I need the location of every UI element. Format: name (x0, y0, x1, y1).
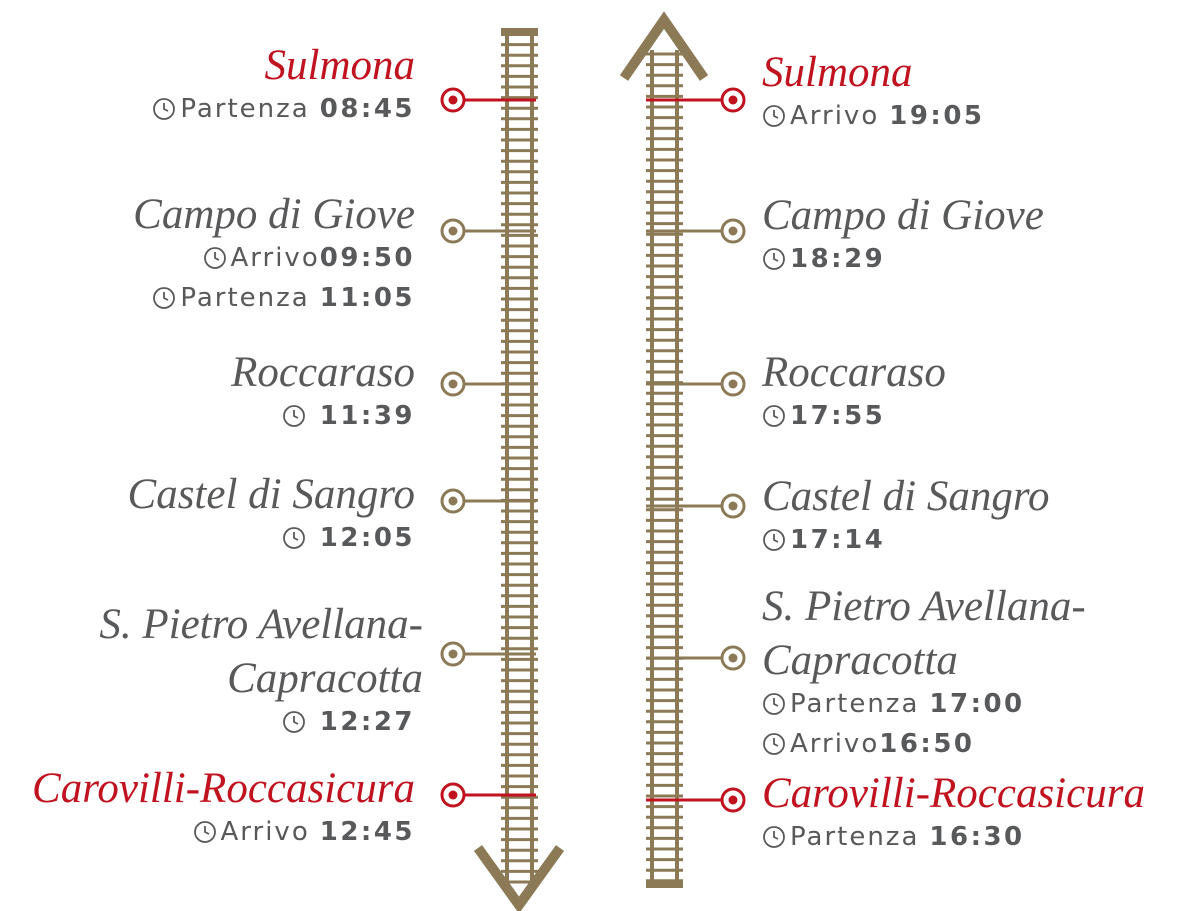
time: 11:39 (231, 396, 415, 436)
stop-s-pietro-avellana-capracotta: S. Pietro Avellana- Capracotta 12:27 (99, 602, 423, 742)
time-value: 12:27 (319, 707, 415, 737)
clock-icon (763, 405, 785, 427)
clock-icon (193, 821, 216, 843)
station-name: Castel di Sangro (127, 471, 415, 518)
time-value: 11:39 (319, 401, 415, 431)
clock-icon (763, 693, 785, 715)
station-marker-dot (448, 226, 458, 236)
arrival-time: Arrivo 19:05 (762, 96, 985, 136)
stop-s-pietro-avellana-capracotta: S. Pietro Avellana- Capracotta Partenza … (762, 584, 1086, 764)
stop-castel-di-sangro: Castel di Sangro 12:05 (128, 472, 415, 558)
station-name: Campo di Giove (762, 192, 1044, 239)
departure-time: Partenza 11:05 (133, 278, 415, 318)
station-name: Castel di Sangro (762, 473, 1050, 520)
time-label: Partenza (790, 822, 920, 852)
track-end-cap (501, 28, 538, 36)
stop-roccaraso: Roccaraso 17:55 (762, 350, 946, 436)
time-label: Partenza (180, 283, 310, 313)
time-value: 12:05 (319, 523, 415, 553)
time-value: 17:55 (790, 401, 886, 431)
time-label: Partenza (790, 689, 920, 719)
station-name: Sulmona (762, 49, 913, 96)
clock-icon (763, 248, 785, 270)
station-marker-dot (728, 795, 738, 805)
stop-campo-di-giove: Campo di Giove 18:29 (762, 193, 1044, 279)
stop-carovilli-roccasicura: Carovilli-Roccasicura Partenza 16:30 (762, 771, 1145, 857)
station-marker-dot (448, 379, 458, 389)
time: 17:55 (762, 396, 946, 436)
clock-icon (282, 711, 305, 733)
station-marker-dot (448, 649, 458, 659)
station-marker-dot (728, 501, 738, 511)
time: 18:29 (762, 239, 1044, 279)
time-label: Partenza (180, 94, 310, 124)
departure-time: Partenza 08:45 (152, 89, 415, 129)
station-name-line2: Capracotta (227, 655, 423, 702)
time-value: 12:45 (319, 817, 415, 847)
time-value: 16:50 (879, 729, 975, 759)
time-value: 19:05 (889, 101, 985, 131)
station-name-line1: S. Pietro Avellana- (762, 583, 1086, 630)
arrow-up-icon (619, 11, 709, 81)
time-label: Arrivo (220, 817, 310, 847)
time-value: 17:14 (790, 525, 886, 555)
clock-icon (282, 527, 305, 549)
time-value: 16:30 (929, 822, 1025, 852)
clock-icon (153, 98, 176, 120)
time-label: Arrivo (230, 243, 320, 273)
departure-time: Partenza 16:30 (762, 817, 1145, 857)
station-name: Sulmona (264, 42, 416, 89)
station-marker-dot (448, 95, 458, 105)
time: 12:05 (128, 518, 415, 558)
arrival-time: Arrivo 09:50 (133, 238, 415, 278)
time-label: Arrivo (790, 729, 880, 759)
clock-icon (763, 105, 785, 127)
clock-icon (282, 405, 305, 427)
station-marker-dot (728, 379, 738, 389)
track-end-cap (646, 880, 683, 888)
station-marker-dot (728, 653, 738, 663)
stop-sulmona: Sulmona Arrivo 19:05 (762, 50, 985, 136)
time-value: 09:50 (319, 243, 415, 273)
time-value: 17:00 (929, 689, 1025, 719)
outbound-track (501, 28, 538, 885)
time: 17:14 (762, 520, 1049, 560)
time-label: Arrivo (790, 101, 880, 131)
station-marker-dot (448, 496, 458, 506)
station-name: Roccaraso (762, 349, 946, 396)
station-name: Carovilli-Roccasicura (32, 765, 415, 812)
station-name-line2: Capracotta (762, 637, 958, 684)
clock-icon (763, 529, 785, 551)
stop-carovilli-roccasicura: Carovilli-Roccasicura Arrivo 12:45 (32, 766, 415, 852)
arrival-time: Arrivo 16:50 (762, 724, 1086, 764)
station-name: Campo di Giove (133, 191, 415, 238)
time: 12:27 (99, 702, 415, 742)
station-marker-dot (728, 95, 738, 105)
stop-campo-di-giove: Campo di Giove Arrivo 09:50 Partenza 11:… (133, 192, 415, 318)
stop-sulmona: Sulmona Partenza 08:45 (152, 43, 415, 129)
station-marker-dot (448, 790, 458, 800)
clock-icon (203, 247, 226, 269)
station-name: Carovilli-Roccasicura (762, 770, 1145, 817)
clock-icon (763, 826, 785, 848)
clock-icon (763, 733, 785, 755)
stop-roccaraso: Roccaraso 11:39 (231, 350, 415, 436)
departure-time: Partenza 17:00 (762, 684, 1086, 724)
return-track (646, 50, 683, 888)
station-name: Roccaraso (231, 349, 415, 396)
arrival-time: Arrivo 12:45 (32, 812, 415, 852)
stop-castel-di-sangro: Castel di Sangro 17:14 (762, 474, 1049, 560)
station-marker-dot (728, 226, 738, 236)
time-value: 08:45 (319, 94, 415, 124)
arrow-down-icon (473, 845, 565, 911)
station-name-line1: S. Pietro Avellana- (99, 601, 423, 648)
time-value: 11:05 (319, 283, 415, 313)
time-value: 18:29 (790, 244, 886, 274)
clock-icon (153, 287, 176, 309)
